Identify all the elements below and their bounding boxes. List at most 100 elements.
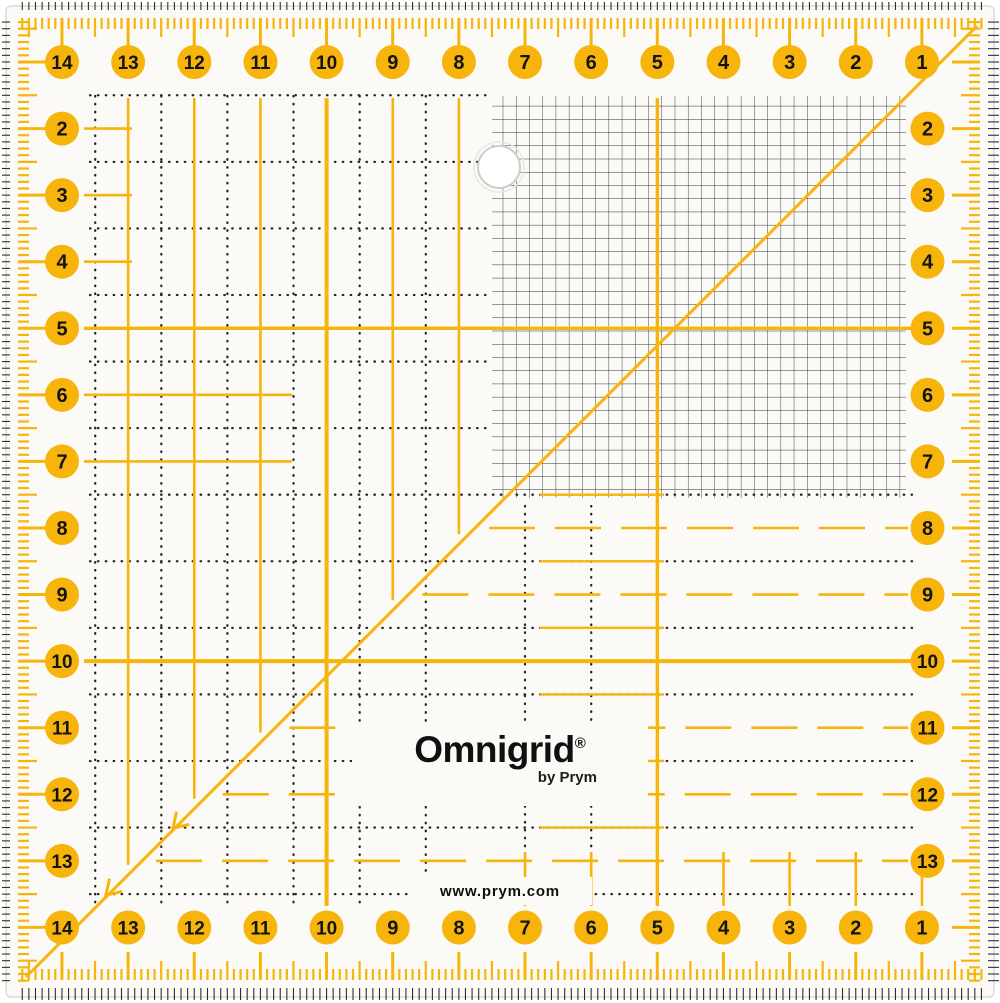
scale-number-circle: [904, 45, 939, 79]
scale-number: 4: [718, 918, 730, 940]
scale-number-circle: [574, 910, 609, 945]
scale-number-circle: [375, 910, 410, 945]
scale-number-circle: [45, 910, 79, 945]
scale-number-circle: [910, 777, 945, 812]
scale-number: 12: [51, 785, 72, 806]
scale-number-circle: [309, 45, 344, 79]
scale-number: 8: [453, 918, 464, 940]
fine-grid-region: [492, 96, 906, 498]
scale-number: 4: [56, 252, 68, 274]
scale-number-circle: [441, 910, 476, 945]
diagonal-line: [24, 24, 979, 979]
scale-number: 8: [922, 518, 933, 540]
scale-number-circle: [910, 377, 945, 412]
scale-number-circle: [838, 910, 873, 945]
scale-number: 13: [118, 919, 139, 940]
scale-number: 11: [250, 53, 271, 74]
scale-number: 2: [850, 918, 861, 940]
scale-number: 2: [850, 52, 861, 74]
scale-number-circle: [45, 377, 79, 412]
scale-number-circle: [45, 111, 79, 146]
scale-number: 11: [52, 719, 73, 740]
scale-number: 9: [387, 918, 398, 940]
scale-number-circle: [243, 910, 278, 945]
scale-number-circle: [910, 178, 945, 213]
scale-number-circle: [772, 45, 807, 79]
scale-number: 6: [56, 385, 67, 407]
scale-number: 8: [453, 52, 464, 74]
scale-number: 10: [316, 53, 337, 74]
scale-number-circle: [111, 910, 146, 945]
scale-number: 9: [922, 585, 933, 607]
scale-number-circle: [706, 45, 741, 79]
scale-number-circle: [177, 910, 212, 945]
scale-number-circle: [45, 510, 79, 545]
scale-number: 6: [586, 918, 597, 940]
scale-number: 9: [56, 585, 67, 607]
scale-number: 5: [652, 52, 663, 74]
scale-number: 10: [917, 652, 938, 673]
label-clear-zones: [352, 724, 648, 905]
scale-number-circle: [243, 45, 278, 79]
scale-number-circle: [574, 45, 609, 79]
scale-number-circle: [910, 577, 945, 612]
scale-number-circle: [441, 45, 476, 79]
scale-number: 14: [51, 919, 73, 940]
scale-number: 13: [917, 852, 938, 873]
scale-number-circle: [508, 45, 543, 79]
scale-number: 9: [387, 52, 398, 74]
scale-number-circle: [45, 244, 79, 279]
scale-number-circle: [706, 910, 741, 945]
scale-number-circle: [910, 843, 945, 878]
scale-number-circle: [111, 45, 146, 79]
punch-hole: [473, 141, 525, 193]
scale-number-circle: [910, 244, 945, 279]
scale-number-circle: [177, 45, 212, 79]
scale-number-circle: [45, 710, 79, 745]
scale-number: 4: [922, 252, 934, 274]
scale-number: 7: [519, 52, 530, 74]
scale-number-circle: [910, 510, 945, 545]
scale-number: 3: [922, 185, 933, 207]
scale-number: 1: [916, 52, 927, 74]
scale-number-circle: [508, 910, 543, 945]
scale-number-circle: [375, 45, 410, 79]
scale-number: 10: [51, 652, 72, 673]
scale-number: 2: [922, 119, 933, 141]
scale-number-circle: [904, 910, 939, 945]
scale-number-circle: [45, 178, 79, 213]
scale-number-circle: [838, 45, 873, 79]
scale-number: 5: [56, 318, 67, 340]
scale-number: 4: [718, 52, 730, 74]
scale-number-circle: [45, 444, 79, 479]
scale-number-circle: [910, 111, 945, 146]
scale-number-circle: [910, 710, 945, 745]
scale-number-circle: [640, 45, 675, 79]
scale-number: 3: [784, 52, 795, 74]
scale-number: 7: [922, 451, 933, 473]
scale-number-circle: [910, 644, 945, 679]
scale-number: 7: [519, 918, 530, 940]
scale-number: 13: [118, 53, 139, 74]
scale-number: 2: [56, 119, 67, 141]
scale-number: 3: [56, 185, 67, 207]
scale-number: 6: [922, 385, 933, 407]
scale-number: 12: [917, 785, 938, 806]
scale-number: 6: [586, 52, 597, 74]
scale-number: 1: [916, 918, 927, 940]
scale-number: 11: [917, 719, 938, 740]
scale-number: 14: [51, 53, 73, 74]
scale-number: 10: [316, 919, 337, 940]
scale-number: 13: [51, 852, 72, 873]
scale-number-circle: [910, 444, 945, 479]
scale-number: 12: [184, 53, 205, 74]
scale-number-circle: [45, 843, 79, 878]
scale-number: 5: [652, 918, 663, 940]
scale-number-circle: [45, 311, 79, 346]
scale-number-circle: [45, 777, 79, 812]
scale-number-circle: [910, 311, 945, 346]
